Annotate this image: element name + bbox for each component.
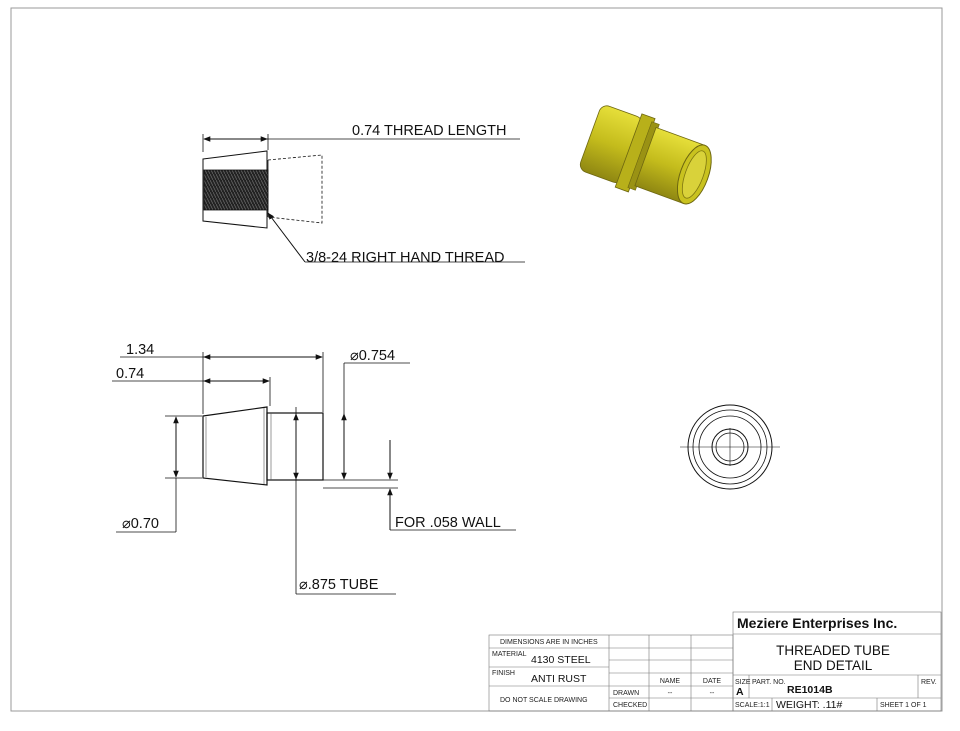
side-view-taper [202, 406, 268, 486]
col-date: DATE [703, 678, 721, 685]
thread-spec-leader [267, 212, 306, 263]
thread-spec-label: 3/8-24 RIGHT HAND THREAD [306, 250, 504, 266]
checked-label: CHECKED [613, 702, 647, 709]
title-line-2: END DETAIL [794, 658, 873, 673]
part-no-value: RE1014B [787, 684, 833, 696]
tube-dia-label: ⌀.875 TUBE [299, 577, 379, 593]
side-view: 1.34 0.74 ⌀0.754 ⌀0.70 ⌀.875 TUBE FOR .0… [112, 342, 516, 595]
part-no-label: PART. NO. [752, 679, 786, 686]
top-view-body [202, 150, 268, 229]
drawn-label: DRAWN [613, 690, 639, 697]
drawn-name: -- [668, 690, 673, 697]
wall-note-label: FOR .058 WALL [395, 515, 501, 531]
weight-text: WEIGHT: .11# [776, 699, 842, 711]
company-name: Meziere Enterprises Inc. [737, 615, 897, 631]
size-value: A [736, 686, 744, 698]
isometric-part [579, 105, 712, 205]
sheet-border [10, 7, 943, 712]
rev-label: REV. [921, 679, 937, 686]
finish-label: FINISH [492, 670, 515, 677]
dia-0-754-label: ⌀0.754 [350, 348, 395, 364]
col-name: NAME [660, 678, 681, 685]
scale-text: SCALE:1:1 [735, 702, 770, 709]
hidden-tube-outline [267, 154, 323, 224]
dim-0-74-label: 0.74 [116, 366, 144, 382]
dia-0-70-label: ⌀0.70 [122, 516, 159, 532]
material-value: 4130 STEEL [531, 654, 591, 666]
dims-note: DIMENSIONS ARE IN INCHES [500, 639, 598, 646]
title-block-text: Meziere Enterprises Inc. THREADED TUBE E… [492, 615, 937, 711]
dim-1-34-label: 1.34 [126, 342, 154, 358]
material-label: MATERIAL [492, 651, 527, 658]
side-view-tube [266, 412, 324, 481]
do-not-scale-note: DO NOT SCALE DRAWING [500, 697, 588, 704]
drawn-date: -- [710, 690, 715, 697]
top-view: 0.74 THREAD LENGTH 3/8-24 RIGHT HAND THR… [202, 123, 525, 266]
thread-length-label: 0.74 THREAD LENGTH [352, 123, 506, 139]
sheet-text: SHEET 1 OF 1 [880, 702, 927, 709]
title-block [488, 611, 942, 712]
thread-region [203, 169, 269, 211]
size-label: SIZE [735, 679, 751, 686]
finish-value: ANTI RUST [531, 673, 587, 685]
end-view [680, 404, 780, 490]
title-line-1: THREADED TUBE [776, 643, 890, 658]
